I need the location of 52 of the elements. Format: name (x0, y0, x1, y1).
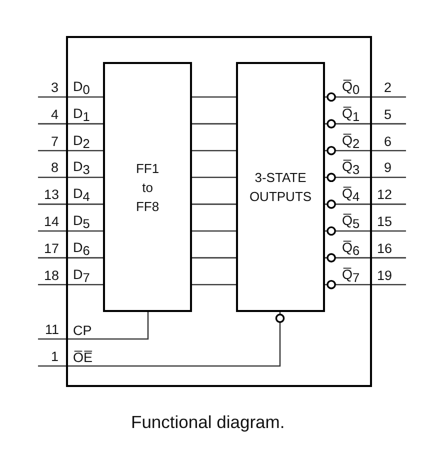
pin-name: CP (73, 323, 92, 339)
pin-number: 17 (44, 240, 60, 257)
pin-number: 12 (377, 187, 392, 204)
pin-number: 9 (384, 160, 392, 176)
signal-line (192, 123, 236, 124)
signal-line (192, 204, 236, 205)
signal-line (192, 96, 236, 98)
pin-number: 16 (377, 240, 392, 257)
block-label: FF1 to FF8 (136, 160, 160, 216)
signal-line (192, 284, 236, 286)
pin-number: 14 (44, 214, 60, 230)
pin-number: 2 (384, 80, 392, 96)
pin-number: 18 (44, 268, 60, 284)
pin-number: 6 (384, 134, 392, 150)
signal-line (38, 123, 103, 124)
inverted-signal-line (325, 92, 406, 102)
chip-outline (66, 36, 372, 387)
pin-number: 19 (377, 268, 392, 284)
signal-line (192, 230, 236, 232)
inverted-signal-line (325, 172, 406, 182)
pin-number: 13 (44, 187, 60, 204)
signal-line (38, 257, 103, 258)
pin-number: 3 (51, 80, 59, 96)
pin-name: O̅E̅ (73, 350, 93, 366)
inverted-signal-line (325, 226, 406, 236)
signal-line (38, 176, 103, 178)
signal-line (38, 284, 103, 286)
inverted-signal-line (38, 312, 285, 367)
signal-line (38, 96, 103, 98)
block-label: 3-STATE OUTPUTS (248, 169, 313, 206)
pin-number: 5 (384, 106, 392, 123)
signal-line (192, 176, 236, 178)
signal-line (38, 150, 103, 152)
signal-line (38, 204, 103, 205)
inverted-signal-line (325, 253, 406, 262)
pin-number: 1 (51, 349, 59, 365)
signal-line (38, 312, 149, 340)
pin-number: 11 (45, 322, 60, 338)
pin-number: 8 (51, 160, 59, 176)
caption: Functional diagram. (131, 412, 285, 433)
flip-flop-block (103, 62, 192, 312)
pin-number: 15 (377, 214, 392, 230)
inverted-signal-line (325, 119, 406, 128)
inverted-signal-line (325, 280, 406, 290)
inverted-signal-line (325, 146, 406, 156)
pin-number: 4 (51, 106, 59, 123)
output-buffer-block (236, 62, 325, 312)
inverted-signal-line (325, 200, 406, 209)
pin-number: 7 (51, 134, 59, 150)
signal-line (192, 257, 236, 258)
signal-line (38, 230, 103, 232)
signal-line (192, 150, 236, 152)
